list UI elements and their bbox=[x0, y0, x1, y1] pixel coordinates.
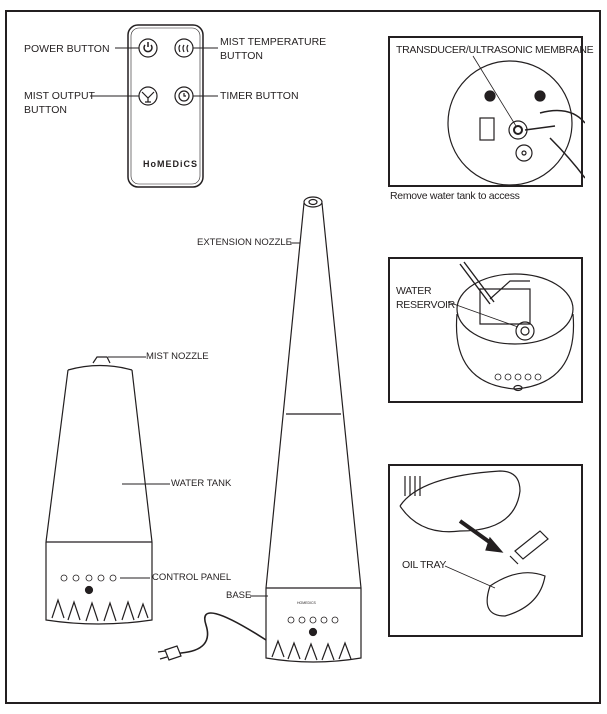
remote-control bbox=[90, 24, 218, 188]
control-panel-label: CONTROL PANEL bbox=[152, 572, 232, 583]
transducer-illustration bbox=[447, 55, 585, 186]
water-reservoir-label-2: RESERVOIR bbox=[396, 299, 455, 311]
mist-temperature-label-2: BUTTON bbox=[220, 50, 263, 62]
water-reservoir-panel: WATER RESERVOIR bbox=[388, 257, 583, 403]
mist-temperature-button-icon bbox=[174, 38, 194, 58]
remote-brand-logo: HoMEDiCS bbox=[143, 159, 198, 169]
timer-button-label: TIMER BUTTON bbox=[220, 90, 299, 102]
water-tank-label: WATER TANK bbox=[171, 478, 232, 489]
power-button-label: POWER BUTTON bbox=[24, 43, 110, 55]
power-button-icon bbox=[138, 38, 158, 58]
transducer-caption: Remove water tank to access bbox=[390, 190, 520, 202]
mist-temperature-label: MIST TEMPERATURE bbox=[220, 36, 327, 48]
transducer-label: TRANSDUCER/ULTRASONIC MEMBRANE bbox=[396, 44, 594, 56]
mist-output-button-icon bbox=[138, 86, 158, 106]
diagram-frame bbox=[5, 10, 601, 704]
base-label: BASE bbox=[226, 590, 252, 601]
transducer-panel: TRANSDUCER/ULTRASONIC MEMBRANE bbox=[388, 36, 594, 187]
extension-nozzle-label: EXTENSION NOZZLE bbox=[197, 237, 293, 248]
oil-tray-panel: OIL TRAY bbox=[388, 464, 583, 637]
mist-output-label: MIST OUTPUT bbox=[24, 90, 95, 102]
humidifier-with-extension: HOMEDICS bbox=[157, 196, 362, 663]
mist-output-label-2: BUTTON bbox=[24, 104, 67, 116]
oil-tray-illustration bbox=[399, 470, 549, 617]
mist-nozzle-label: MIST NOZZLE bbox=[146, 351, 209, 362]
humidifier-standard bbox=[45, 356, 170, 625]
reservoir-illustration bbox=[447, 261, 575, 392]
oil-tray-label: OIL TRAY bbox=[402, 559, 447, 571]
timer-button-icon bbox=[174, 86, 194, 106]
water-reservoir-label: WATER bbox=[396, 285, 432, 297]
svg-text:HOMEDICS: HOMEDICS bbox=[297, 601, 317, 605]
